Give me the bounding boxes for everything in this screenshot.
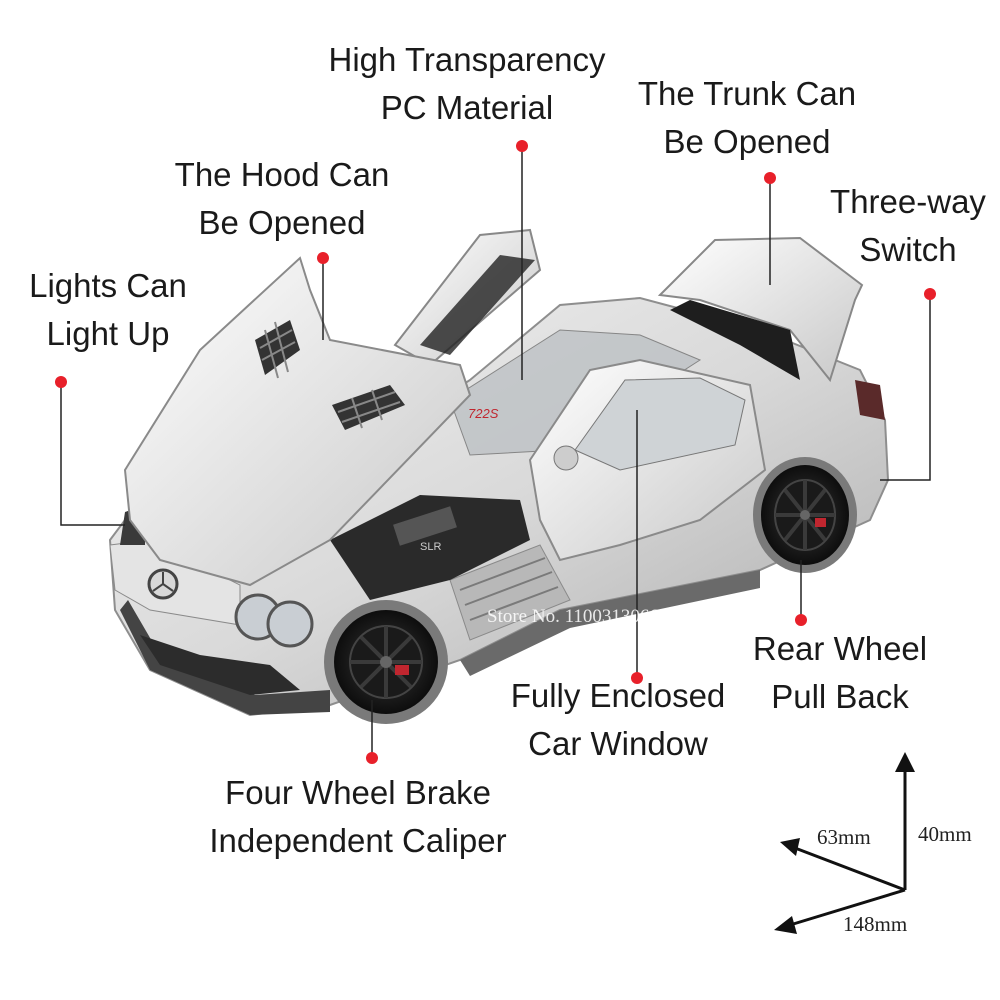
headlight-right [266,600,314,648]
label-lights-line2: Light Up [46,315,170,352]
car-badge: 722S [468,406,499,421]
hotspot-hood [317,252,329,264]
hotspot-brake [366,752,378,764]
label-brake-line2: Independent Caliper [209,822,507,859]
label-lights-line1: Lights Can [29,267,187,304]
dimension-length: 148mm [843,912,908,936]
label-hood-line2: Be Opened [198,204,366,241]
trunk-lid [657,236,864,383]
label-lights: Lights Can Light Up [8,262,208,358]
label-rear-wheel-line2: Pull Back [771,678,909,715]
label-transparency-line2: PC Material [380,89,554,126]
label-window-line2: Car Window [528,725,708,762]
car-body: SLR 722S [108,228,890,717]
label-transparency: High Transparency PC Material [300,36,634,132]
label-trunk: The Trunk Can Be Opened [612,70,882,166]
hotspot-rear-wheel [795,614,807,626]
front-wheel [324,600,448,724]
label-rear-wheel: Rear Wheel Pull Back [730,625,950,721]
hood [123,256,472,587]
label-transparency-line1: High Transparency [328,41,606,78]
dimension-arrows [774,752,915,934]
hotspot-switch [924,288,936,300]
leader-lines [60,146,931,758]
hotspot-dots [55,140,936,764]
label-hood: The Hood Can Be Opened [150,151,414,247]
label-rear-wheel-line1: Rear Wheel [752,630,928,667]
label-hood-line1: The Hood Can [174,156,390,193]
label-trunk-line1: The Trunk Can [637,75,857,112]
hotspot-window [631,672,643,684]
hotspot-lights [55,376,67,388]
label-brake: Four Wheel Brake Independent Caliper [188,769,528,865]
label-window-line1: Fully Enclosed [510,677,726,714]
store-watermark: Store No. 1100313066 [487,606,659,627]
engine-badge: SLR [420,541,441,553]
hotspot-transparency [516,140,528,152]
dimension-width: 63mm [817,825,871,849]
label-window: Fully Enclosed Car Window [490,672,746,768]
rear-wheel [753,457,857,573]
dimension-height: 40mm [918,822,972,846]
label-switch: Three-way Switch [818,178,998,274]
label-switch-line1: Three-way [830,183,986,220]
door-window [574,377,746,471]
label-trunk-line2: Be Opened [663,123,831,160]
label-switch-line2: Switch [859,231,957,268]
brake-caliper [395,665,409,675]
hotspot-trunk [764,172,776,184]
label-brake-line1: Four Wheel Brake [225,774,491,811]
